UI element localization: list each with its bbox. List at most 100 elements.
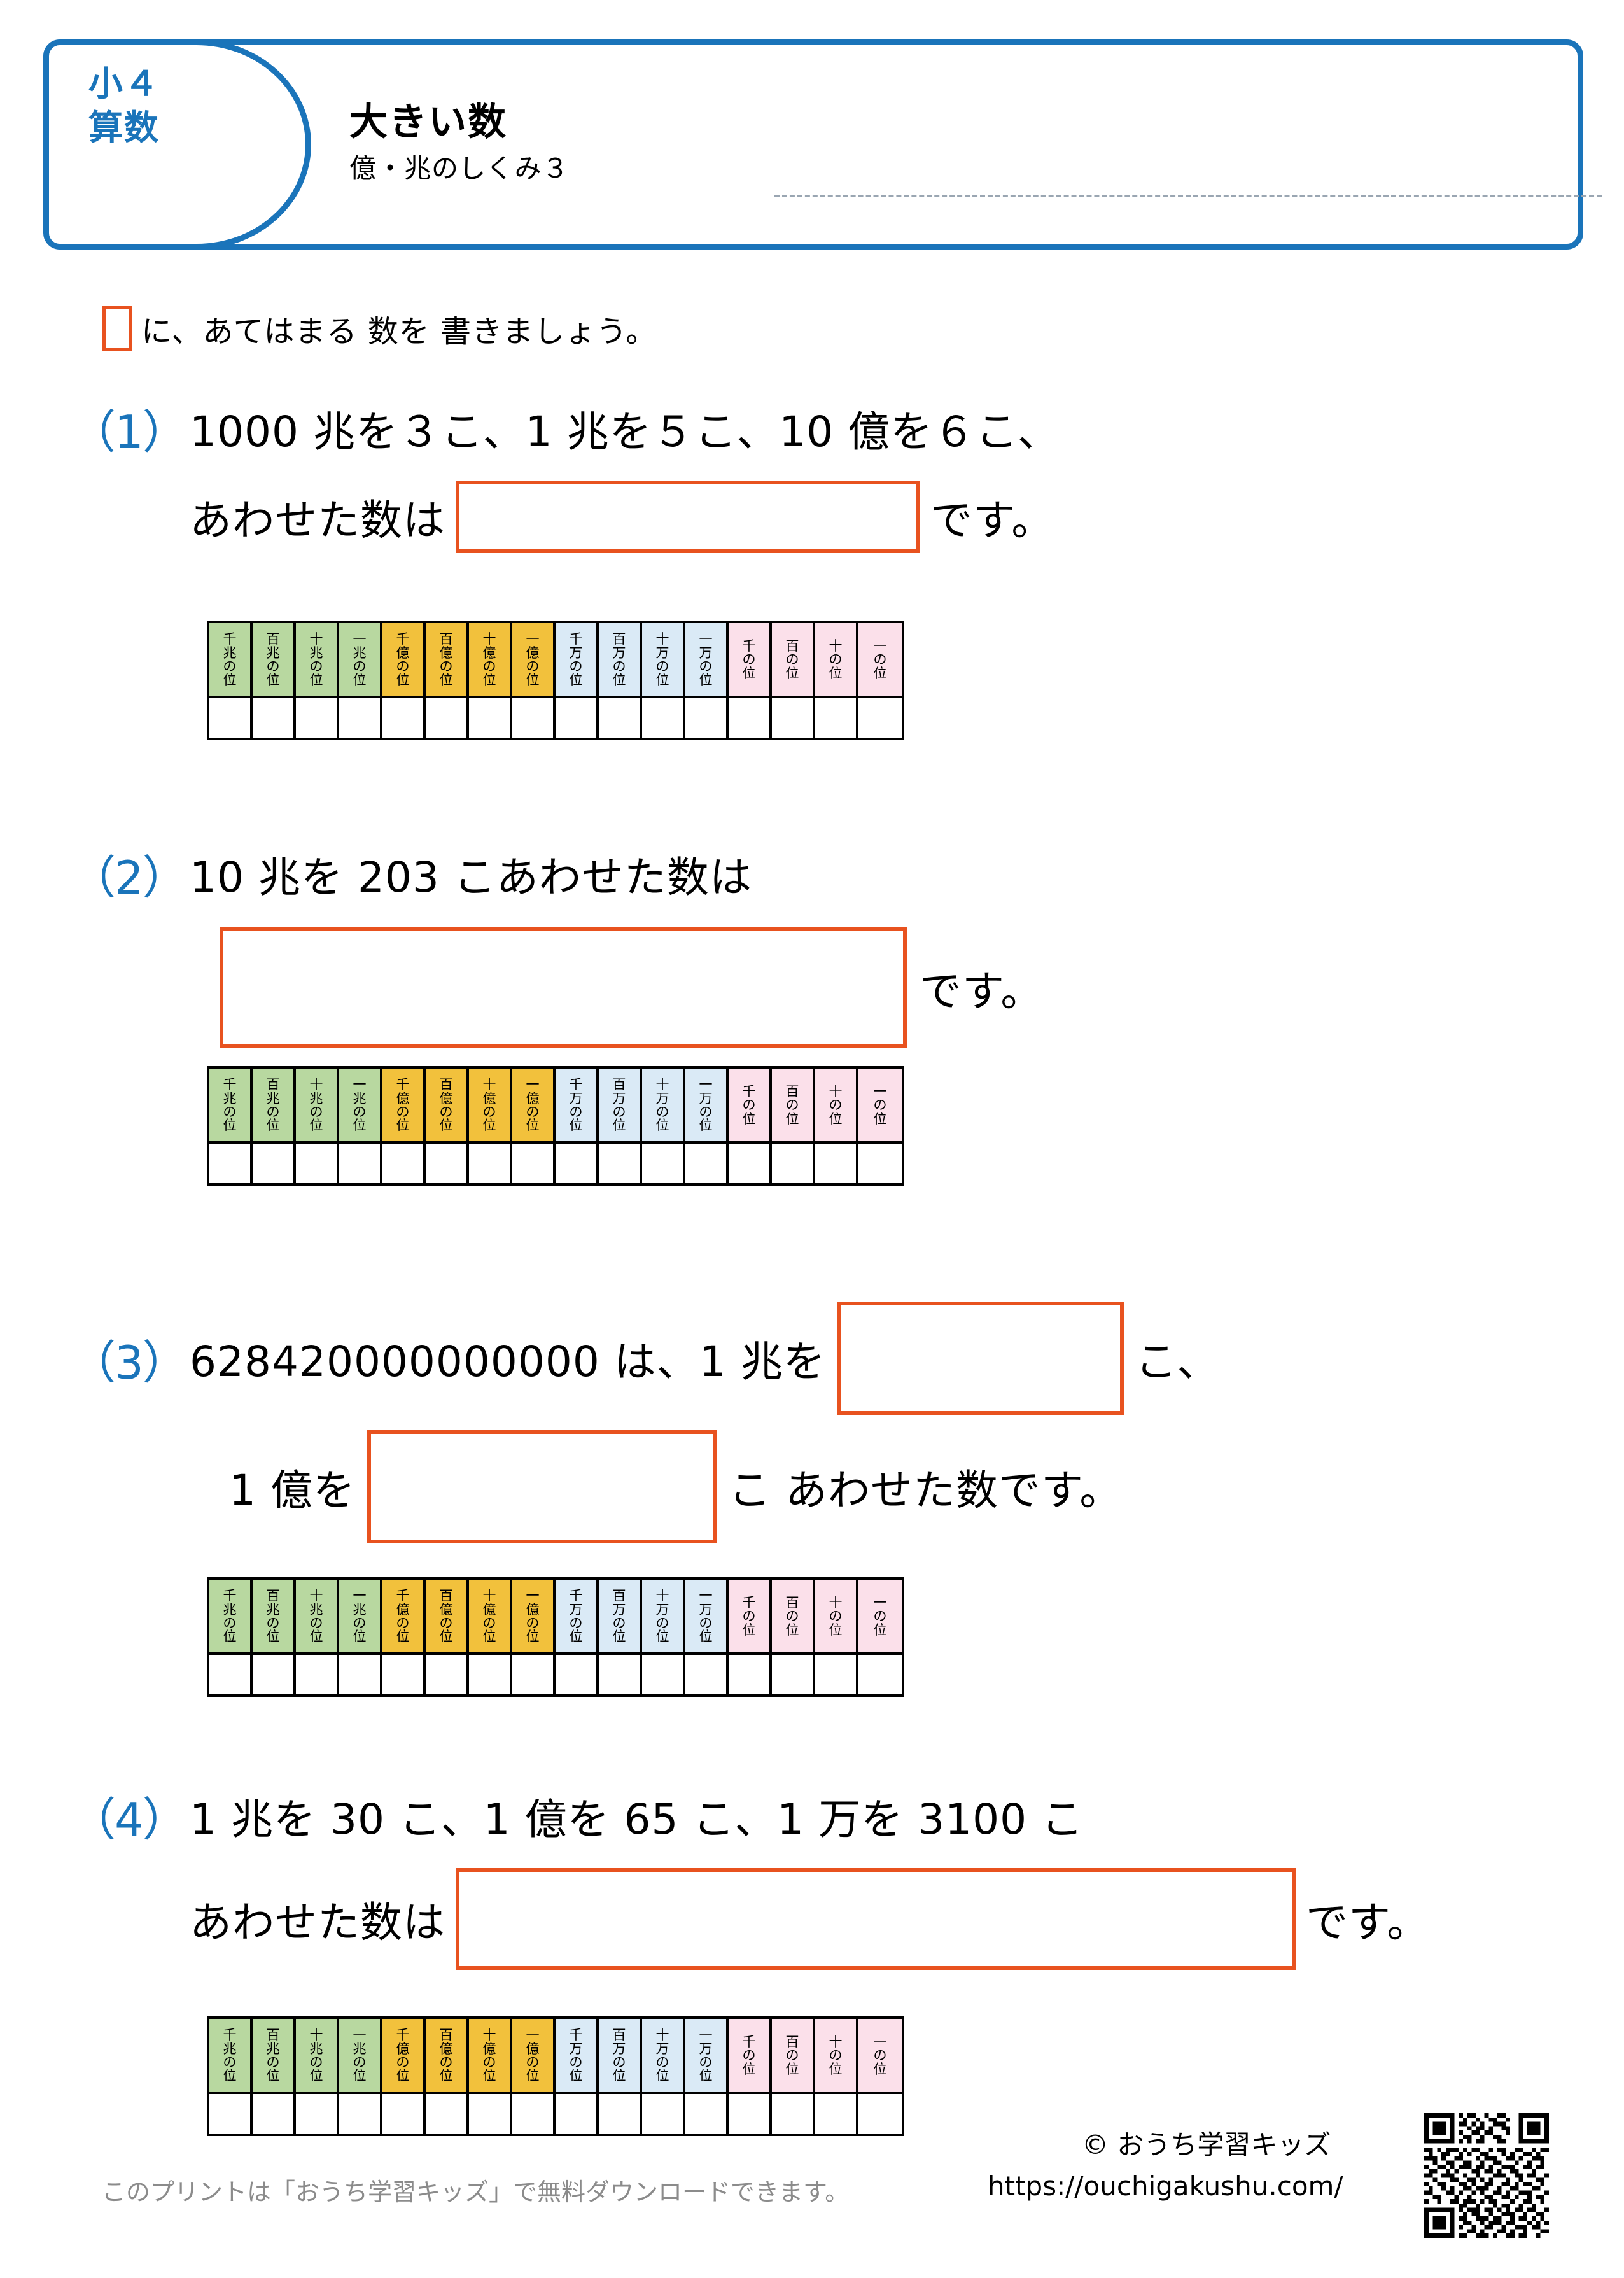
question-2-line-2: です。 <box>70 927 1043 1048</box>
question-4-answer-box[interactable] <box>456 1868 1296 1970</box>
place-value-answer-cell[interactable] <box>772 698 813 738</box>
place-value-header: 十兆の位 <box>296 1580 337 1655</box>
place-value-answer-cell[interactable] <box>642 1144 683 1183</box>
place-value-answer-cell[interactable] <box>556 698 596 738</box>
place-value-answer-cell[interactable] <box>685 1655 726 1694</box>
place-value-header: 一兆の位 <box>339 2019 380 2094</box>
place-value-answer-cell[interactable] <box>382 698 423 738</box>
place-value-answer-cell[interactable] <box>642 2094 683 2134</box>
place-value-answer-cell[interactable] <box>469 1655 510 1694</box>
place-value-header-char: 万 <box>655 1601 669 1617</box>
place-value-answer-cell[interactable] <box>209 698 250 738</box>
place-value-answer-cell[interactable] <box>209 1655 250 1694</box>
place-value-answer-cell[interactable] <box>772 1655 813 1694</box>
place-value-answer-cell[interactable] <box>296 1655 337 1694</box>
place-value-answer-cell[interactable] <box>426 2094 466 2134</box>
place-value-answer-cell[interactable] <box>469 2094 510 2134</box>
place-value-table-4[interactable]: 千兆の位百兆の位十兆の位一兆の位千億の位百億の位十億の位一億の位千万の位百万の位… <box>207 2016 904 2136</box>
question-3-answer-box-1[interactable] <box>837 1302 1124 1415</box>
place-value-header-char: の <box>655 659 669 674</box>
place-value-answer-cell[interactable] <box>772 2094 813 2134</box>
place-value-answer-cell[interactable] <box>512 1655 553 1694</box>
place-value-answer-cell[interactable] <box>599 2094 640 2134</box>
place-value-header: 千兆の位 <box>209 2019 250 2094</box>
place-value-header-char: 位 <box>785 1622 799 1638</box>
place-value-answer-cell[interactable] <box>339 698 380 738</box>
place-value-answer-cell[interactable] <box>685 698 726 738</box>
place-value-answer-cell[interactable] <box>426 1655 466 1694</box>
place-value-answer-cell[interactable] <box>339 1144 380 1183</box>
place-value-header-char: 兆 <box>309 1090 323 1106</box>
place-value-answer-cell[interactable] <box>253 698 293 738</box>
place-value-header-char: 十 <box>829 1083 843 1099</box>
place-value-answer-cell[interactable] <box>815 698 856 738</box>
place-value-header-char: の <box>396 1615 410 1631</box>
place-value-answer-cell[interactable] <box>209 1144 250 1183</box>
place-value-header: 百の位 <box>772 623 813 698</box>
place-value-answer-cell[interactable] <box>296 698 337 738</box>
place-value-table-3[interactable]: 千兆の位百兆の位十兆の位一兆の位千億の位百億の位十億の位一億の位千万の位百万の位… <box>207 1577 904 1697</box>
place-value-answer-cell[interactable] <box>469 1144 510 1183</box>
place-value-answer-cell[interactable] <box>772 1144 813 1183</box>
place-value-answer-cell[interactable] <box>642 1655 683 1694</box>
footer-url[interactable]: https://ouchigakushu.com/ <box>988 2170 1343 2202</box>
place-value-answer-cell[interactable] <box>729 698 769 738</box>
place-value-answer-cell[interactable] <box>426 698 466 738</box>
name-write-line[interactable] <box>774 195 1602 197</box>
place-value-answer-cell[interactable] <box>512 698 553 738</box>
place-value-answer-cell[interactable] <box>729 1144 769 1183</box>
place-value-header-char: 位 <box>699 1118 713 1134</box>
place-value-header: 百万の位 <box>599 623 640 698</box>
place-value-answer-cell[interactable] <box>382 1144 423 1183</box>
place-value-answer-cell[interactable] <box>382 1655 423 1694</box>
place-value-answer-cell[interactable] <box>512 1144 553 1183</box>
place-value-header-char: 一 <box>699 1588 713 1604</box>
question-1-answer-box[interactable] <box>456 481 920 553</box>
place-value-answer-cell[interactable] <box>296 1144 337 1183</box>
place-value-header: 百億の位 <box>426 623 466 698</box>
place-value-answer-cell[interactable] <box>426 1144 466 1183</box>
place-value-answer-cell[interactable] <box>253 1655 293 1694</box>
place-value-answer-cell[interactable] <box>642 698 683 738</box>
place-value-header-char: の <box>742 1097 756 1113</box>
place-value-answer-cell[interactable] <box>599 1655 640 1694</box>
place-value-answer-cell[interactable] <box>599 1144 640 1183</box>
place-value-answer-cell[interactable] <box>858 698 902 738</box>
place-value-answer-cell[interactable] <box>469 698 510 738</box>
place-value-answer-cell[interactable] <box>815 1144 856 1183</box>
place-value-table-1[interactable]: 千兆の位百兆の位十兆の位一兆の位千億の位百億の位十億の位一億の位千万の位百万の位… <box>207 621 904 740</box>
place-value-header-char: 位 <box>482 1118 496 1134</box>
place-value-answer-cell[interactable] <box>729 1655 769 1694</box>
place-value-answer-cell[interactable] <box>339 2094 380 2134</box>
place-value-answer-cell[interactable] <box>339 1655 380 1694</box>
place-value-answer-cell[interactable] <box>556 1144 596 1183</box>
place-value-answer-cell[interactable] <box>253 1144 293 1183</box>
place-value-answer-cell[interactable] <box>556 1655 596 1694</box>
place-value-answer-cell[interactable] <box>685 1144 726 1183</box>
place-value-answer-cell[interactable] <box>858 1655 902 1694</box>
place-value-header-char: 位 <box>526 1629 540 1645</box>
question-2-answer-box[interactable] <box>220 927 907 1048</box>
place-value-column: 千兆の位 <box>209 623 253 738</box>
question-3-answer-box-2[interactable] <box>367 1430 717 1543</box>
place-value-answer-cell[interactable] <box>253 2094 293 2134</box>
place-value-header-char: の <box>223 659 237 674</box>
place-value-table-2[interactable]: 千兆の位百兆の位十兆の位一兆の位千億の位百億の位十億の位一億の位千万の位百万の位… <box>207 1066 904 1186</box>
place-value-answer-cell[interactable] <box>815 2094 856 2134</box>
place-value-answer-cell[interactable] <box>512 2094 553 2134</box>
place-value-answer-cell[interactable] <box>296 2094 337 2134</box>
place-value-answer-cell[interactable] <box>209 2094 250 2134</box>
place-value-header-char: 一 <box>353 631 367 647</box>
place-value-answer-cell[interactable] <box>729 2094 769 2134</box>
place-value-header-char: の <box>526 1615 540 1631</box>
place-value-column: 百兆の位 <box>253 1580 296 1694</box>
place-value-answer-cell[interactable] <box>858 2094 902 2134</box>
place-value-answer-cell[interactable] <box>599 698 640 738</box>
place-value-answer-cell[interactable] <box>858 1144 902 1183</box>
place-value-answer-cell[interactable] <box>685 2094 726 2134</box>
qr-code-icon[interactable] <box>1424 2113 1549 2238</box>
place-value-answer-cell[interactable] <box>815 1655 856 1694</box>
place-value-column: 百億の位 <box>426 623 469 738</box>
place-value-answer-cell[interactable] <box>556 2094 596 2134</box>
place-value-answer-cell[interactable] <box>382 2094 423 2134</box>
